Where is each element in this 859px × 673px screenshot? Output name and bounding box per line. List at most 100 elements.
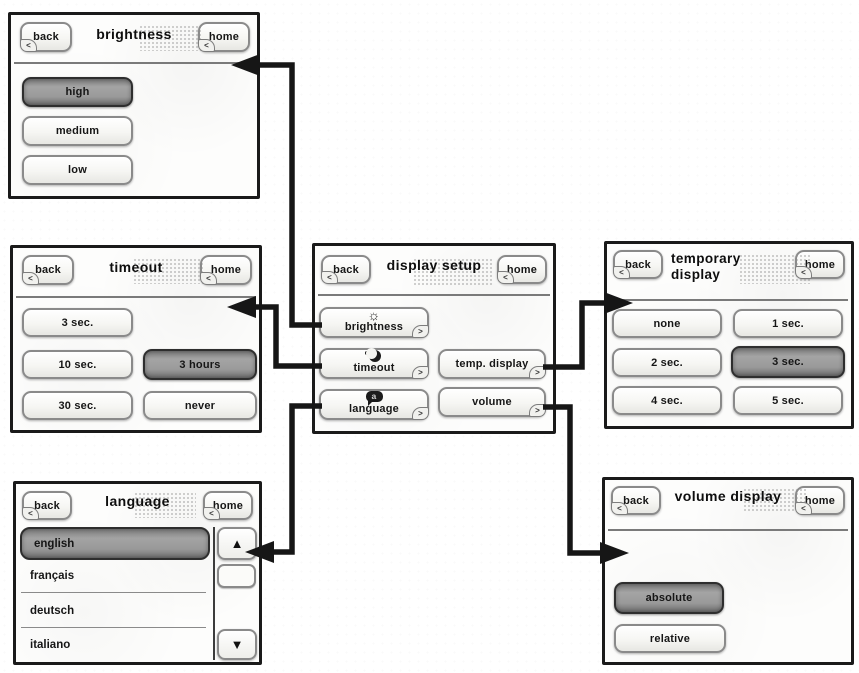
- brightness-menu-button[interactable]: ☼ brightness >: [319, 307, 429, 338]
- home-button-label: home: [212, 499, 244, 512]
- volume-relative-button[interactable]: relative: [614, 624, 726, 653]
- brightness-screen: back < brightness home < high medium low: [8, 12, 260, 199]
- button-label: 5 sec.: [772, 394, 804, 407]
- forward-fold-icon: >: [529, 404, 546, 417]
- back-fold-icon: <: [613, 266, 630, 279]
- home-button-label: home: [804, 494, 836, 507]
- button-label: absolute: [645, 592, 693, 604]
- header-divider: [16, 296, 256, 298]
- menu-label: language: [349, 403, 399, 415]
- list-item-label: français: [30, 570, 75, 582]
- scroll-down-button[interactable]: ▼: [217, 629, 257, 660]
- panel-title: timeout: [109, 259, 163, 275]
- menu-label: temp. display: [455, 358, 529, 370]
- temp-display-5-sec-button[interactable]: 5 sec.: [733, 386, 843, 415]
- panel-title: language: [105, 493, 170, 509]
- language-item-english[interactable]: english: [20, 527, 210, 560]
- menu-label: brightness: [344, 321, 404, 333]
- sun-icon: ☼: [367, 307, 381, 323]
- volume-menu-button[interactable]: volume >: [438, 387, 546, 417]
- language-item-francais[interactable]: français: [21, 560, 206, 593]
- header-divider: [318, 294, 550, 296]
- language-menu-button[interactable]: a language >: [319, 389, 429, 420]
- temp-display-3-sec-button[interactable]: 3 sec.: [731, 346, 845, 378]
- back-fold-icon: <: [20, 39, 37, 52]
- home-button[interactable]: home <: [497, 255, 547, 284]
- home-button-label: home: [804, 258, 836, 271]
- panel-title: volume display: [674, 488, 782, 504]
- volume-absolute-button[interactable]: absolute: [614, 582, 724, 614]
- home-button-label: home: [506, 263, 538, 276]
- back-button[interactable]: back <: [22, 491, 72, 520]
- header-divider: [610, 299, 848, 301]
- temp-display-none-button[interactable]: none: [612, 309, 722, 338]
- forward-fold-icon: >: [412, 366, 429, 379]
- language-item-italiano[interactable]: italiano: [21, 629, 206, 661]
- panel-title: temporary display: [671, 251, 791, 283]
- back-fold-icon: <: [22, 272, 39, 285]
- halftone-texture: [413, 258, 493, 285]
- brightness-medium-button[interactable]: medium: [22, 116, 133, 146]
- list-item-label: english: [34, 537, 75, 550]
- temp-display-1-sec-button[interactable]: 1 sec.: [733, 309, 843, 338]
- timeout-10-sec-button[interactable]: 10 sec.: [22, 350, 133, 379]
- menu-label: timeout: [353, 362, 395, 374]
- scroll-up-button[interactable]: ▲: [217, 527, 257, 560]
- back-button[interactable]: back <: [321, 255, 371, 284]
- back-button-label: back: [33, 31, 59, 43]
- back-button[interactable]: back <: [613, 250, 663, 279]
- timeout-screen: back < timeout home < 3 sec. 10 sec. 3 h…: [10, 245, 262, 433]
- temp-display-menu-button[interactable]: temp. display >: [438, 349, 546, 379]
- button-label: 3 hours: [179, 358, 221, 371]
- list-item-label: italiano: [30, 639, 71, 651]
- home-button-label: home: [210, 264, 242, 276]
- back-fold-icon: <: [203, 507, 220, 520]
- panel-title-line1: temporary: [671, 251, 741, 266]
- halftone-texture: [133, 258, 203, 284]
- timeout-3-hours-button[interactable]: 3 hours: [143, 349, 257, 380]
- back-button-label: back: [625, 258, 651, 271]
- header-divider: [14, 62, 254, 64]
- button-label: high: [65, 86, 90, 98]
- back-button[interactable]: back <: [22, 255, 74, 285]
- back-button-label: back: [35, 264, 61, 276]
- header-divider: [608, 529, 848, 531]
- back-button-label: back: [34, 499, 60, 512]
- back-fold-icon: <: [22, 507, 39, 520]
- timeout-3-sec-button[interactable]: 3 sec.: [22, 308, 133, 337]
- back-fold-icon: <: [611, 502, 628, 515]
- scrollbar-thumb[interactable]: [217, 564, 256, 588]
- halftone-texture: [139, 25, 201, 51]
- button-label: never: [184, 399, 216, 412]
- menu-label: volume: [472, 396, 512, 408]
- back-button[interactable]: back <: [611, 486, 661, 515]
- timeout-30-sec-button[interactable]: 30 sec.: [22, 391, 133, 420]
- temp-display-4-sec-button[interactable]: 4 sec.: [612, 386, 722, 415]
- button-label: 2 sec.: [651, 356, 683, 369]
- button-label: none: [653, 317, 681, 330]
- brightness-high-button[interactable]: high: [22, 77, 133, 107]
- back-button-label: back: [333, 263, 359, 276]
- button-label: 10 sec.: [58, 358, 97, 371]
- back-fold-icon: <: [321, 271, 338, 284]
- home-button[interactable]: home <: [198, 22, 250, 52]
- panel-title: display setup: [386, 257, 482, 273]
- home-button[interactable]: home <: [203, 491, 253, 520]
- back-fold-icon: <: [198, 39, 215, 52]
- home-button-label: home: [208, 31, 240, 43]
- button-label: 3 sec.: [772, 356, 804, 368]
- volume-display-screen: back < volume display home < absolute re…: [602, 477, 854, 665]
- temp-display-2-sec-button[interactable]: 2 sec.: [612, 348, 722, 377]
- back-button[interactable]: back <: [20, 22, 72, 52]
- home-button[interactable]: home <: [200, 255, 252, 285]
- button-label: 3 sec.: [61, 316, 94, 329]
- button-label: 4 sec.: [651, 394, 683, 407]
- language-item-deutsch[interactable]: deutsch: [21, 594, 206, 628]
- brightness-low-button[interactable]: low: [22, 155, 133, 185]
- button-label: 30 sec.: [58, 399, 97, 412]
- temporary-display-screen: back < temporary display home < none 1 s…: [604, 241, 854, 429]
- timeout-never-button[interactable]: never: [143, 391, 257, 420]
- timeout-menu-button[interactable]: timeout >: [319, 347, 429, 379]
- forward-fold-icon: >: [412, 325, 429, 338]
- forward-fold-icon: >: [412, 407, 429, 420]
